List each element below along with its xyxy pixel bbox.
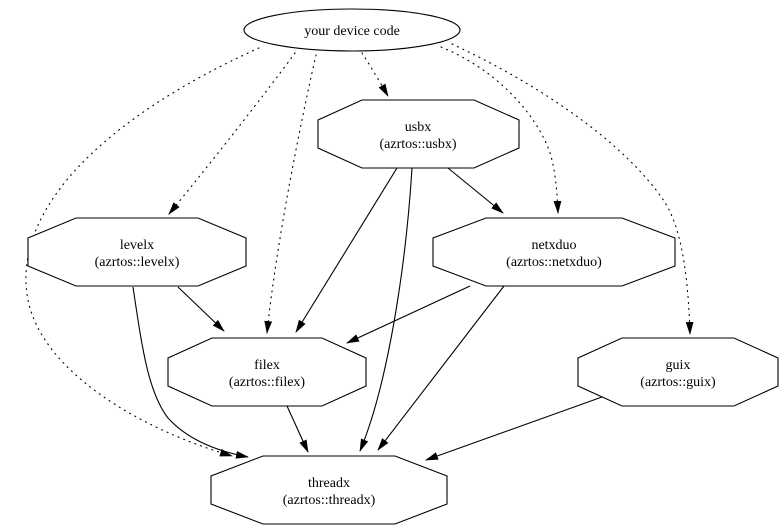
edge-netxduo-to-threadx [377, 285, 505, 451]
node-label: levelx [120, 238, 154, 253]
node-label: netxduo [531, 238, 576, 253]
edge-filex-to-threadx [286, 405, 309, 453]
node-guix: guix(azrtos::guix) [577, 337, 779, 407]
node-label: your device code [304, 24, 400, 39]
node-sublabel: (azrtos::guix) [640, 375, 716, 390]
octagon-shape [432, 217, 676, 287]
nodes-layer: your device codeusbx(azrtos::usbx)levelx… [27, 8, 779, 525]
edges-layer [25, 43, 694, 461]
octagon-shape [27, 217, 247, 287]
node-label: filex [254, 358, 280, 373]
octagon-shape [577, 337, 779, 407]
node-filex: filex(azrtos::filex) [167, 337, 367, 407]
edge-device-to-threadx [25, 47, 260, 457]
ellipse-shape [243, 8, 461, 52]
edge-usbx-to-filex [295, 167, 398, 333]
node-label: threadx [308, 476, 350, 491]
node-sublabel: (azrtos::usbx) [380, 137, 457, 152]
node-sublabel: (azrtos::levelx) [95, 255, 180, 270]
edge-levelx-to-filex [177, 286, 225, 332]
edge-netxduo-to-filex [346, 285, 471, 344]
octagon-shape [317, 99, 520, 169]
edge-device-to-levelx [168, 52, 296, 215]
octagon-shape [210, 455, 448, 525]
node-usbx: usbx(azrtos::usbx) [317, 99, 520, 169]
edge-usbx-to-netxduo [447, 167, 504, 214]
edge-guix-to-threadx [425, 396, 603, 461]
node-label: usbx [405, 120, 431, 135]
node-netxduo: netxduo(azrtos::netxduo) [432, 217, 676, 287]
node-sublabel: (azrtos::filex) [229, 375, 306, 390]
edge-usbx-to-threadx [359, 167, 413, 452]
node-sublabel: (azrtos::netxduo) [506, 255, 602, 270]
edge-device-to-guix [451, 43, 694, 335]
node-threadx: threadx(azrtos::threadx) [210, 455, 448, 525]
node-label: guix [666, 358, 691, 373]
edge-device-to-usbx [361, 52, 389, 97]
node-device: your device code [243, 8, 461, 52]
node-sublabel: (azrtos::threadx) [283, 493, 376, 508]
octagon-shape [167, 337, 367, 407]
edge-levelx-to-threadx [132, 286, 249, 459]
node-levelx: levelx(azrtos::levelx) [27, 217, 247, 287]
edge-device-to-filex [264, 54, 317, 334]
